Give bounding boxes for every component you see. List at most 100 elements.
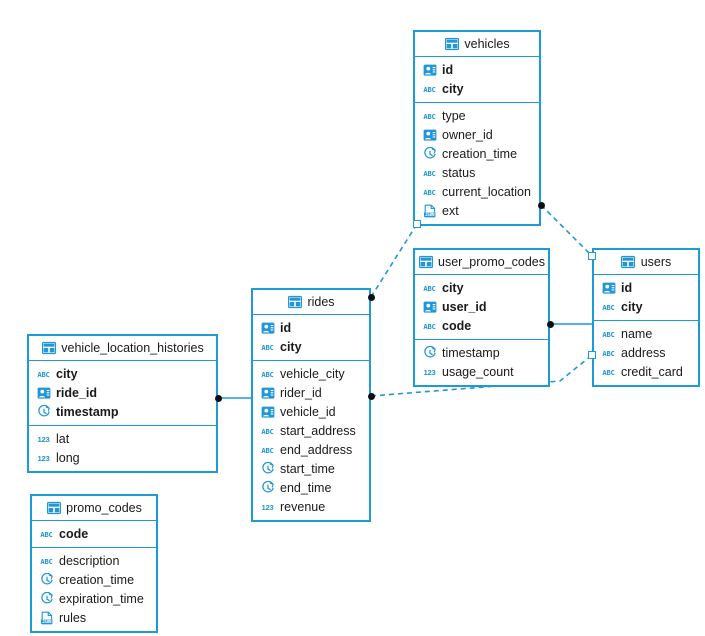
entity-title-vehicle_location_histories: vehicle_location_histories [29, 336, 216, 361]
column-row-creation_time[interactable]: creation_time [32, 570, 156, 589]
entity-title-label: rides [307, 295, 335, 309]
primary-key-row-id[interactable]: id [415, 60, 539, 79]
abc-string-icon: ABC [39, 526, 54, 541]
relationship-source-dot-vehicles [537, 201, 545, 209]
column-row-credit_card[interactable]: ABC credit_card [594, 362, 698, 381]
entity-table-vehicle_location_histories[interactable]: vehicle_location_histories ABC city ride… [27, 334, 218, 473]
column-row-revenue[interactable]: 123 revenue [253, 497, 369, 516]
primary-key-row-city[interactable]: ABC city [253, 337, 369, 356]
table-icon [621, 255, 636, 270]
column-label: start_address [280, 423, 356, 438]
column-row-vehicle_id[interactable]: vehicle_id [253, 402, 369, 421]
column-label: city [280, 339, 302, 354]
abc-string-icon: ABC [422, 108, 437, 123]
entity-title-label: vehicle_location_histories [61, 341, 204, 355]
123-number-icon: 123 [422, 364, 437, 379]
column-row-rider_id[interactable]: rider_id [253, 383, 369, 402]
uuid-person-card-icon [422, 127, 437, 142]
column-row-start_time[interactable]: start_time [253, 459, 369, 478]
svg-text:ABC: ABC [37, 370, 49, 379]
column-section: ABC description creation_time expiration… [32, 547, 156, 631]
svg-text:ABC: ABC [261, 446, 273, 455]
svg-text:ABC: ABC [423, 85, 435, 94]
column-row-lat[interactable]: 123 lat [29, 429, 216, 448]
relationship-target-square-users [588, 252, 596, 260]
entity-title-vehicles: vehicles [415, 32, 539, 57]
entity-title-rides: rides [253, 290, 369, 315]
primary-key-row-ride_id[interactable]: ride_id [29, 383, 216, 402]
entity-title-label: users [640, 255, 672, 269]
column-row-vehicle_city[interactable]: ABC vehicle_city [253, 364, 369, 383]
column-row-timestamp[interactable]: timestamp [415, 343, 548, 362]
primary-key-row-city[interactable]: ABC city [29, 364, 216, 383]
column-row-creation_time[interactable]: creation_time [415, 144, 539, 163]
primary-key-row-city[interactable]: ABC city [415, 79, 539, 98]
uuid-person-card-icon [422, 62, 437, 77]
column-row-end_time[interactable]: end_time [253, 478, 369, 497]
column-label: creation_time [442, 146, 518, 161]
primary-key-row-city[interactable]: ABC city [415, 278, 548, 297]
column-label: rules [59, 610, 87, 625]
column-row-owner_id[interactable]: owner_id [415, 125, 539, 144]
relationship-source-dot-user_promo_codes [546, 320, 554, 328]
primary-key-row-user_id[interactable]: user_id [415, 297, 548, 316]
primary-key-row-code[interactable]: ABC code [32, 524, 156, 543]
primary-key-row-id[interactable]: id [594, 278, 698, 297]
entity-table-rides[interactable]: rides id ABC city ABC vehicle_city rider… [251, 288, 371, 522]
svg-text:ABC: ABC [602, 349, 614, 358]
column-label: code [59, 526, 89, 541]
abc-string-icon: ABC [601, 326, 616, 341]
column-label: address [621, 345, 666, 360]
entity-title-promo_codes: promo_codes [32, 496, 156, 521]
column-label: lat [56, 431, 70, 446]
primary-key-row-id[interactable]: id [253, 318, 369, 337]
column-row-start_address[interactable]: ABC start_address [253, 421, 369, 440]
relationship-source-dot-rides [367, 392, 375, 400]
entity-table-users[interactable]: users id ABC city ABC name ABC address A… [592, 248, 700, 387]
column-label: owner_id [442, 127, 493, 142]
column-row-current_location[interactable]: ABC current_location [415, 182, 539, 201]
column-row-rules[interactable]: JSON rules [32, 608, 156, 627]
table-icon [41, 341, 56, 356]
column-section: timestamp 123 usage_count [415, 339, 548, 385]
column-row-ext[interactable]: JSON ext [415, 201, 539, 220]
column-row-end_address[interactable]: ABC end_address [253, 440, 369, 459]
svg-text:ABC: ABC [40, 557, 52, 566]
uuid-person-card-icon [260, 385, 275, 400]
column-label: timestamp [442, 345, 500, 360]
primary-key-row-city[interactable]: ABC city [594, 297, 698, 316]
column-label: id [442, 62, 454, 77]
primary-key-row-code[interactable]: ABC code [415, 316, 548, 335]
column-row-address[interactable]: ABC address [594, 343, 698, 362]
abc-string-icon: ABC [422, 184, 437, 199]
abc-string-icon: ABC [36, 366, 51, 381]
column-row-expiration_time[interactable]: expiration_time [32, 589, 156, 608]
column-row-description[interactable]: ABC description [32, 551, 156, 570]
column-row-name[interactable]: ABC name [594, 324, 698, 343]
column-row-type[interactable]: ABC type [415, 106, 539, 125]
entity-table-user_promo_codes[interactable]: user_promo_codes ABC city user_id ABC co… [413, 248, 550, 387]
123-number-icon: 123 [260, 499, 275, 514]
column-label: id [280, 320, 292, 335]
column-row-long[interactable]: 123 long [29, 448, 216, 467]
primary-key-row-timestamp[interactable]: timestamp [29, 402, 216, 421]
column-label: creation_time [59, 572, 135, 587]
svg-text:ABC: ABC [40, 530, 52, 539]
clock-icon [39, 572, 54, 587]
primary-key-section: ABC city user_id ABC code [415, 275, 548, 339]
entity-table-promo_codes[interactable]: promo_codes ABC code ABC description cre… [30, 494, 158, 633]
entity-title-user_promo_codes: user_promo_codes [415, 250, 548, 275]
entity-table-vehicles[interactable]: vehicles id ABC city ABC type owner_id c… [413, 30, 541, 226]
primary-key-section: ABC city ride_id timestamp [29, 361, 216, 425]
abc-string-icon: ABC [260, 339, 275, 354]
column-label: type [442, 108, 466, 123]
column-row-usage_count[interactable]: 123 usage_count [415, 362, 548, 381]
column-row-status[interactable]: ABC status [415, 163, 539, 182]
json-document-icon: JSON [39, 610, 54, 625]
table-icon [444, 37, 459, 52]
column-label: name [621, 326, 653, 341]
abc-string-icon: ABC [39, 553, 54, 568]
column-section: ABC type owner_id creation_time ABC stat… [415, 102, 539, 224]
relationship-source-dot-rides [367, 293, 375, 301]
